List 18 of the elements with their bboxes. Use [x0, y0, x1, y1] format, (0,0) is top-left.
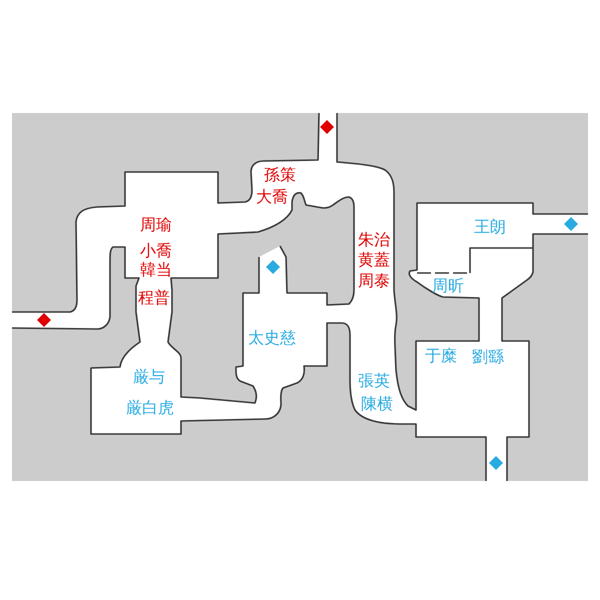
name-label: 太史慈: [248, 330, 296, 346]
name-label: 程普: [138, 290, 170, 306]
name-label: 厳与: [133, 369, 165, 385]
name-label: 王朗: [474, 219, 506, 235]
name-label: 孫策: [264, 167, 296, 183]
name-label: 大喬: [256, 189, 288, 205]
name-label: 厳白虎: [126, 400, 174, 416]
name-label: 陳横: [361, 396, 393, 412]
name-label: 周昕: [432, 278, 464, 294]
name-label: 于糜: [425, 348, 457, 364]
name-label: 朱治: [358, 232, 390, 248]
name-label: 黄蓋: [358, 252, 390, 268]
name-label: 張英: [358, 373, 390, 389]
name-label: 周瑜: [140, 217, 172, 233]
name-label: 周泰: [358, 273, 390, 289]
name-label: 小喬: [140, 243, 172, 259]
name-label: 韓当: [140, 262, 172, 278]
name-label: 劉繇: [472, 349, 504, 365]
